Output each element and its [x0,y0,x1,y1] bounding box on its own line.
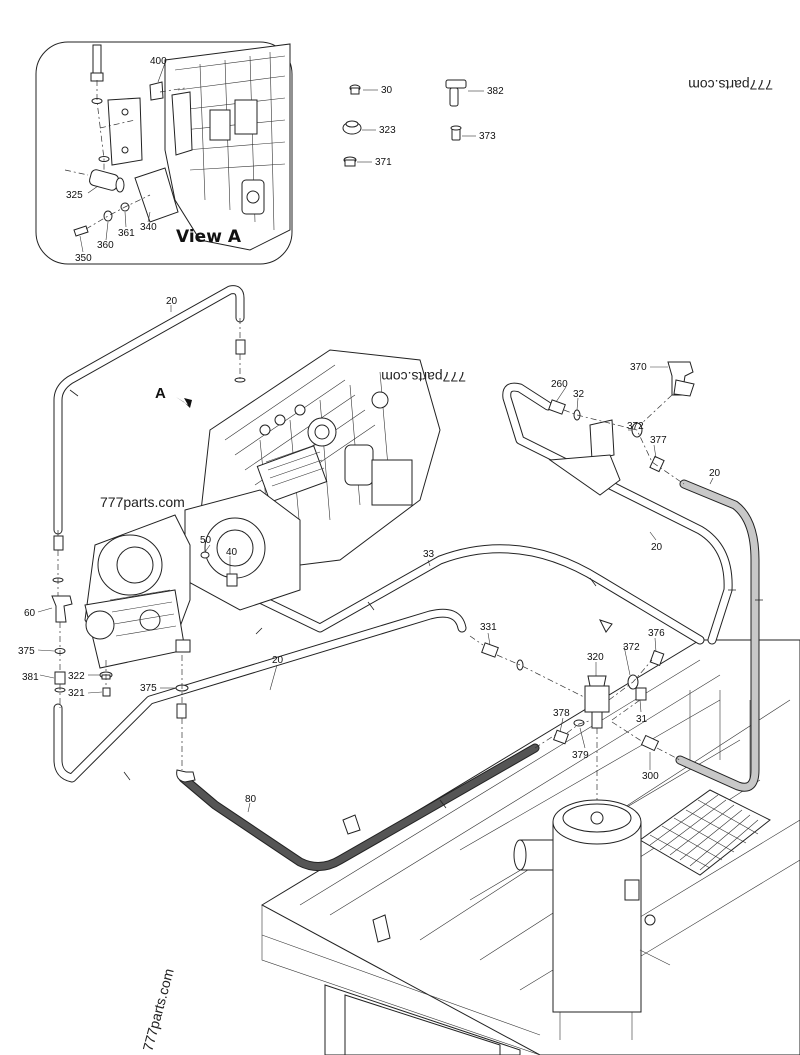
fittings [51,318,695,800]
label-320: 320 [587,652,604,663]
view-a-inset: 400 325 360 361 340 350 View A [35,41,293,265]
label-325: 325 [66,190,83,201]
label-376: 376 [648,628,665,639]
airend [84,514,191,669]
label-373: 373 [479,131,496,142]
label-20-left: 20 [272,655,284,666]
label-375-mid: 375 [140,683,157,694]
part-373-icon [450,125,462,141]
label-372-top: 372 [627,421,644,432]
label-20-mid: 20 [651,542,663,553]
watermark-engine-left: 777parts.com [100,494,185,510]
part-30-icon [349,84,361,95]
engine-assembly [84,349,441,669]
label-371: 371 [375,157,392,168]
fitting-top-engine [235,339,246,355]
label-40: 40 [226,547,238,558]
inset-engine-drawing [107,43,291,251]
watermark-bottom-left: 777parts.com [139,967,176,1053]
label-360: 360 [97,240,114,251]
part-382-icon [445,79,467,107]
label-30: 30 [381,85,393,96]
label-340: 340 [140,222,157,233]
label-20-top: 20 [166,296,178,307]
label-378: 378 [553,708,570,719]
label-375-left: 375 [18,646,35,657]
bracket-340 [134,167,179,223]
tee-60 [51,595,73,623]
separator-tank [513,799,642,1040]
valve-320 [584,675,610,729]
callout-labels: 20 20 20 20 33 80 260 32 370 372 377 50 … [18,296,721,805]
label-321: 321 [68,688,85,699]
part-323-icon [342,120,362,135]
label-381: 381 [22,672,39,683]
washer-360 [103,210,113,222]
view-a-marker: A [155,385,166,402]
grid-panel [639,789,771,876]
view-a-arrow-icon [176,397,192,408]
label-370: 370 [630,362,647,373]
label-400: 400 [150,56,167,67]
inset-stud [92,44,102,74]
label-50: 50 [200,535,212,546]
watermark-top-right: 777parts.com [688,77,773,93]
label-300: 300 [642,771,659,782]
label-80: 80 [245,794,257,805]
label-32: 32 [573,389,585,400]
label-382: 382 [487,86,504,97]
label-260: 260 [551,379,568,390]
part-371-icon [343,156,357,167]
label-20-right: 20 [709,468,721,479]
hoses [53,285,763,871]
label-31: 31 [636,714,648,725]
view-a-title: View A [176,227,242,247]
bolt-350 [73,225,89,237]
label-33: 33 [423,549,435,560]
leader-lines [37,305,714,813]
fitting-370 [667,361,695,397]
label-323: 323 [379,125,396,136]
label-372-bottom: 372 [623,642,640,653]
solenoid-325 [89,169,125,193]
label-331: 331 [480,622,497,633]
watermark-engine-top: 777parts.com [381,369,466,385]
label-361: 361 [118,228,135,239]
label-322: 322 [68,671,85,682]
label-377: 377 [650,435,667,446]
plate-400 [149,81,164,101]
skid-frame [260,619,800,1055]
label-60: 60 [24,608,36,619]
small-parts-legend: 30 323 371 382 373 [342,79,504,168]
label-379: 379 [572,750,589,761]
label-350: 350 [75,253,92,264]
